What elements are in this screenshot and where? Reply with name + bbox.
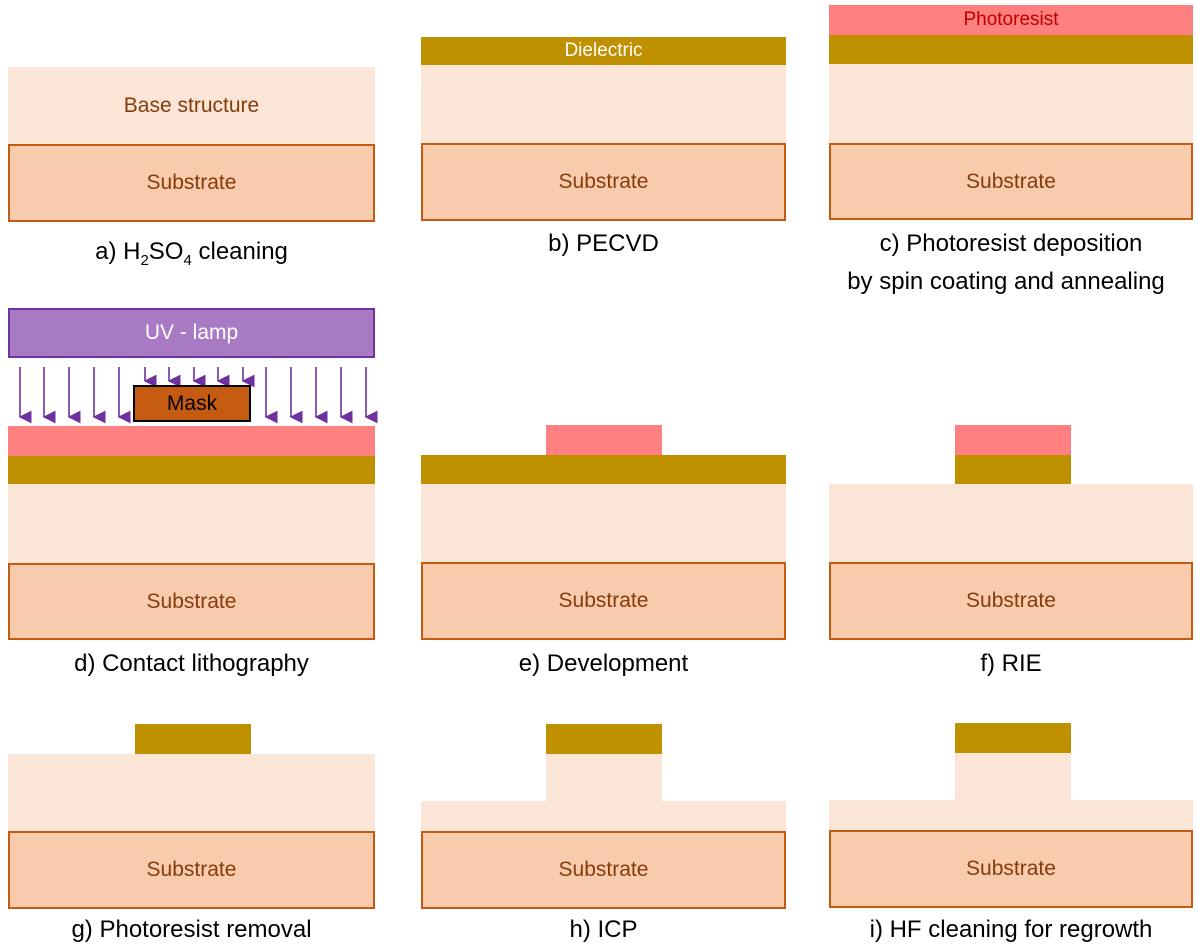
panel-b-base-structure <box>421 65 786 144</box>
base-structure-label: Base structure <box>123 94 260 117</box>
substrate-label: Substrate <box>146 171 237 194</box>
panel-e-photoresist-pattern <box>546 425 662 455</box>
panel-c-photoresist: Photoresist <box>829 5 1193 35</box>
substrate-label: Substrate <box>146 589 237 613</box>
panel-e-caption: e) Development <box>518 650 689 677</box>
dielectric-label: Dielectric <box>564 40 643 61</box>
panel-f-dielectric-pattern <box>955 455 1071 484</box>
panel-f-caption: f) RIE <box>980 650 1042 677</box>
panel-c-dielectric <box>829 35 1193 64</box>
panel-d-substrate: Substrate <box>8 563 375 640</box>
uv-lamp-label: UV - lamp <box>144 321 239 344</box>
mask-label: Mask <box>166 391 218 415</box>
panel-c-substrate: Substrate <box>829 143 1193 220</box>
substrate-label: Substrate <box>558 858 649 881</box>
panel-b-dielectric: Dielectric <box>421 37 786 65</box>
panel-f-base-structure <box>829 484 1193 563</box>
photomask: Mask <box>133 385 251 422</box>
panel-c-caption-line1: c) Photoresist deposition <box>879 230 1143 257</box>
substrate-label: Substrate <box>146 858 237 881</box>
panel-c-base-structure <box>829 64 1193 144</box>
panel-i-substrate: Substrate <box>829 830 1193 908</box>
panel-g-caption: g) Photoresist removal <box>71 916 312 943</box>
substrate-label: Substrate <box>966 857 1056 880</box>
panel-a-substrate: Substrate <box>8 144 375 222</box>
panel-g-dielectric-pattern <box>135 724 251 754</box>
panel-e-substrate: Substrate <box>421 562 786 640</box>
substrate-label: Substrate <box>558 170 649 193</box>
panel-b-substrate: Substrate <box>421 143 786 221</box>
panel-d-dielectric <box>8 456 375 484</box>
panel-h-ridge <box>546 754 662 802</box>
panel-d-caption: d) Contact lithography <box>74 650 309 677</box>
panel-f-photoresist-pattern <box>955 425 1071 455</box>
panel-a-base-structure: Base structure <box>8 67 375 145</box>
panel-f-substrate: Substrate <box>829 562 1193 640</box>
uv-lamp: UV - lamp <box>8 308 375 358</box>
panel-d-base-structure <box>8 484 375 564</box>
panel-h-caption: h) ICP <box>569 916 638 943</box>
substrate-label: Substrate <box>966 589 1056 612</box>
panel-e-dielectric <box>421 455 786 484</box>
panel-b-caption: b) PECVD <box>548 230 659 257</box>
panel-c-caption-line2: by spin coating and annealing <box>847 268 1165 295</box>
panel-g-substrate: Substrate <box>8 831 375 909</box>
panel-i-base-structure <box>829 800 1193 831</box>
photoresist-label: Photoresist <box>963 9 1059 30</box>
panel-h-substrate: Substrate <box>421 831 786 909</box>
panel-e-base-structure <box>421 484 786 563</box>
panel-a-caption: a) H2SO4 cleaning <box>95 238 288 269</box>
panel-i-caption: i) HF cleaning for regrowth <box>869 916 1153 943</box>
panel-g-base-structure <box>8 754 375 832</box>
substrate-label: Substrate <box>558 589 649 612</box>
panel-i-ridge <box>955 753 1071 801</box>
substrate-label: Substrate <box>966 169 1056 193</box>
panel-i-dielectric-pattern <box>955 723 1071 753</box>
panel-d-photoresist <box>8 426 375 456</box>
panel-h-dielectric-pattern <box>546 724 662 754</box>
panel-h-base-structure <box>421 801 786 832</box>
